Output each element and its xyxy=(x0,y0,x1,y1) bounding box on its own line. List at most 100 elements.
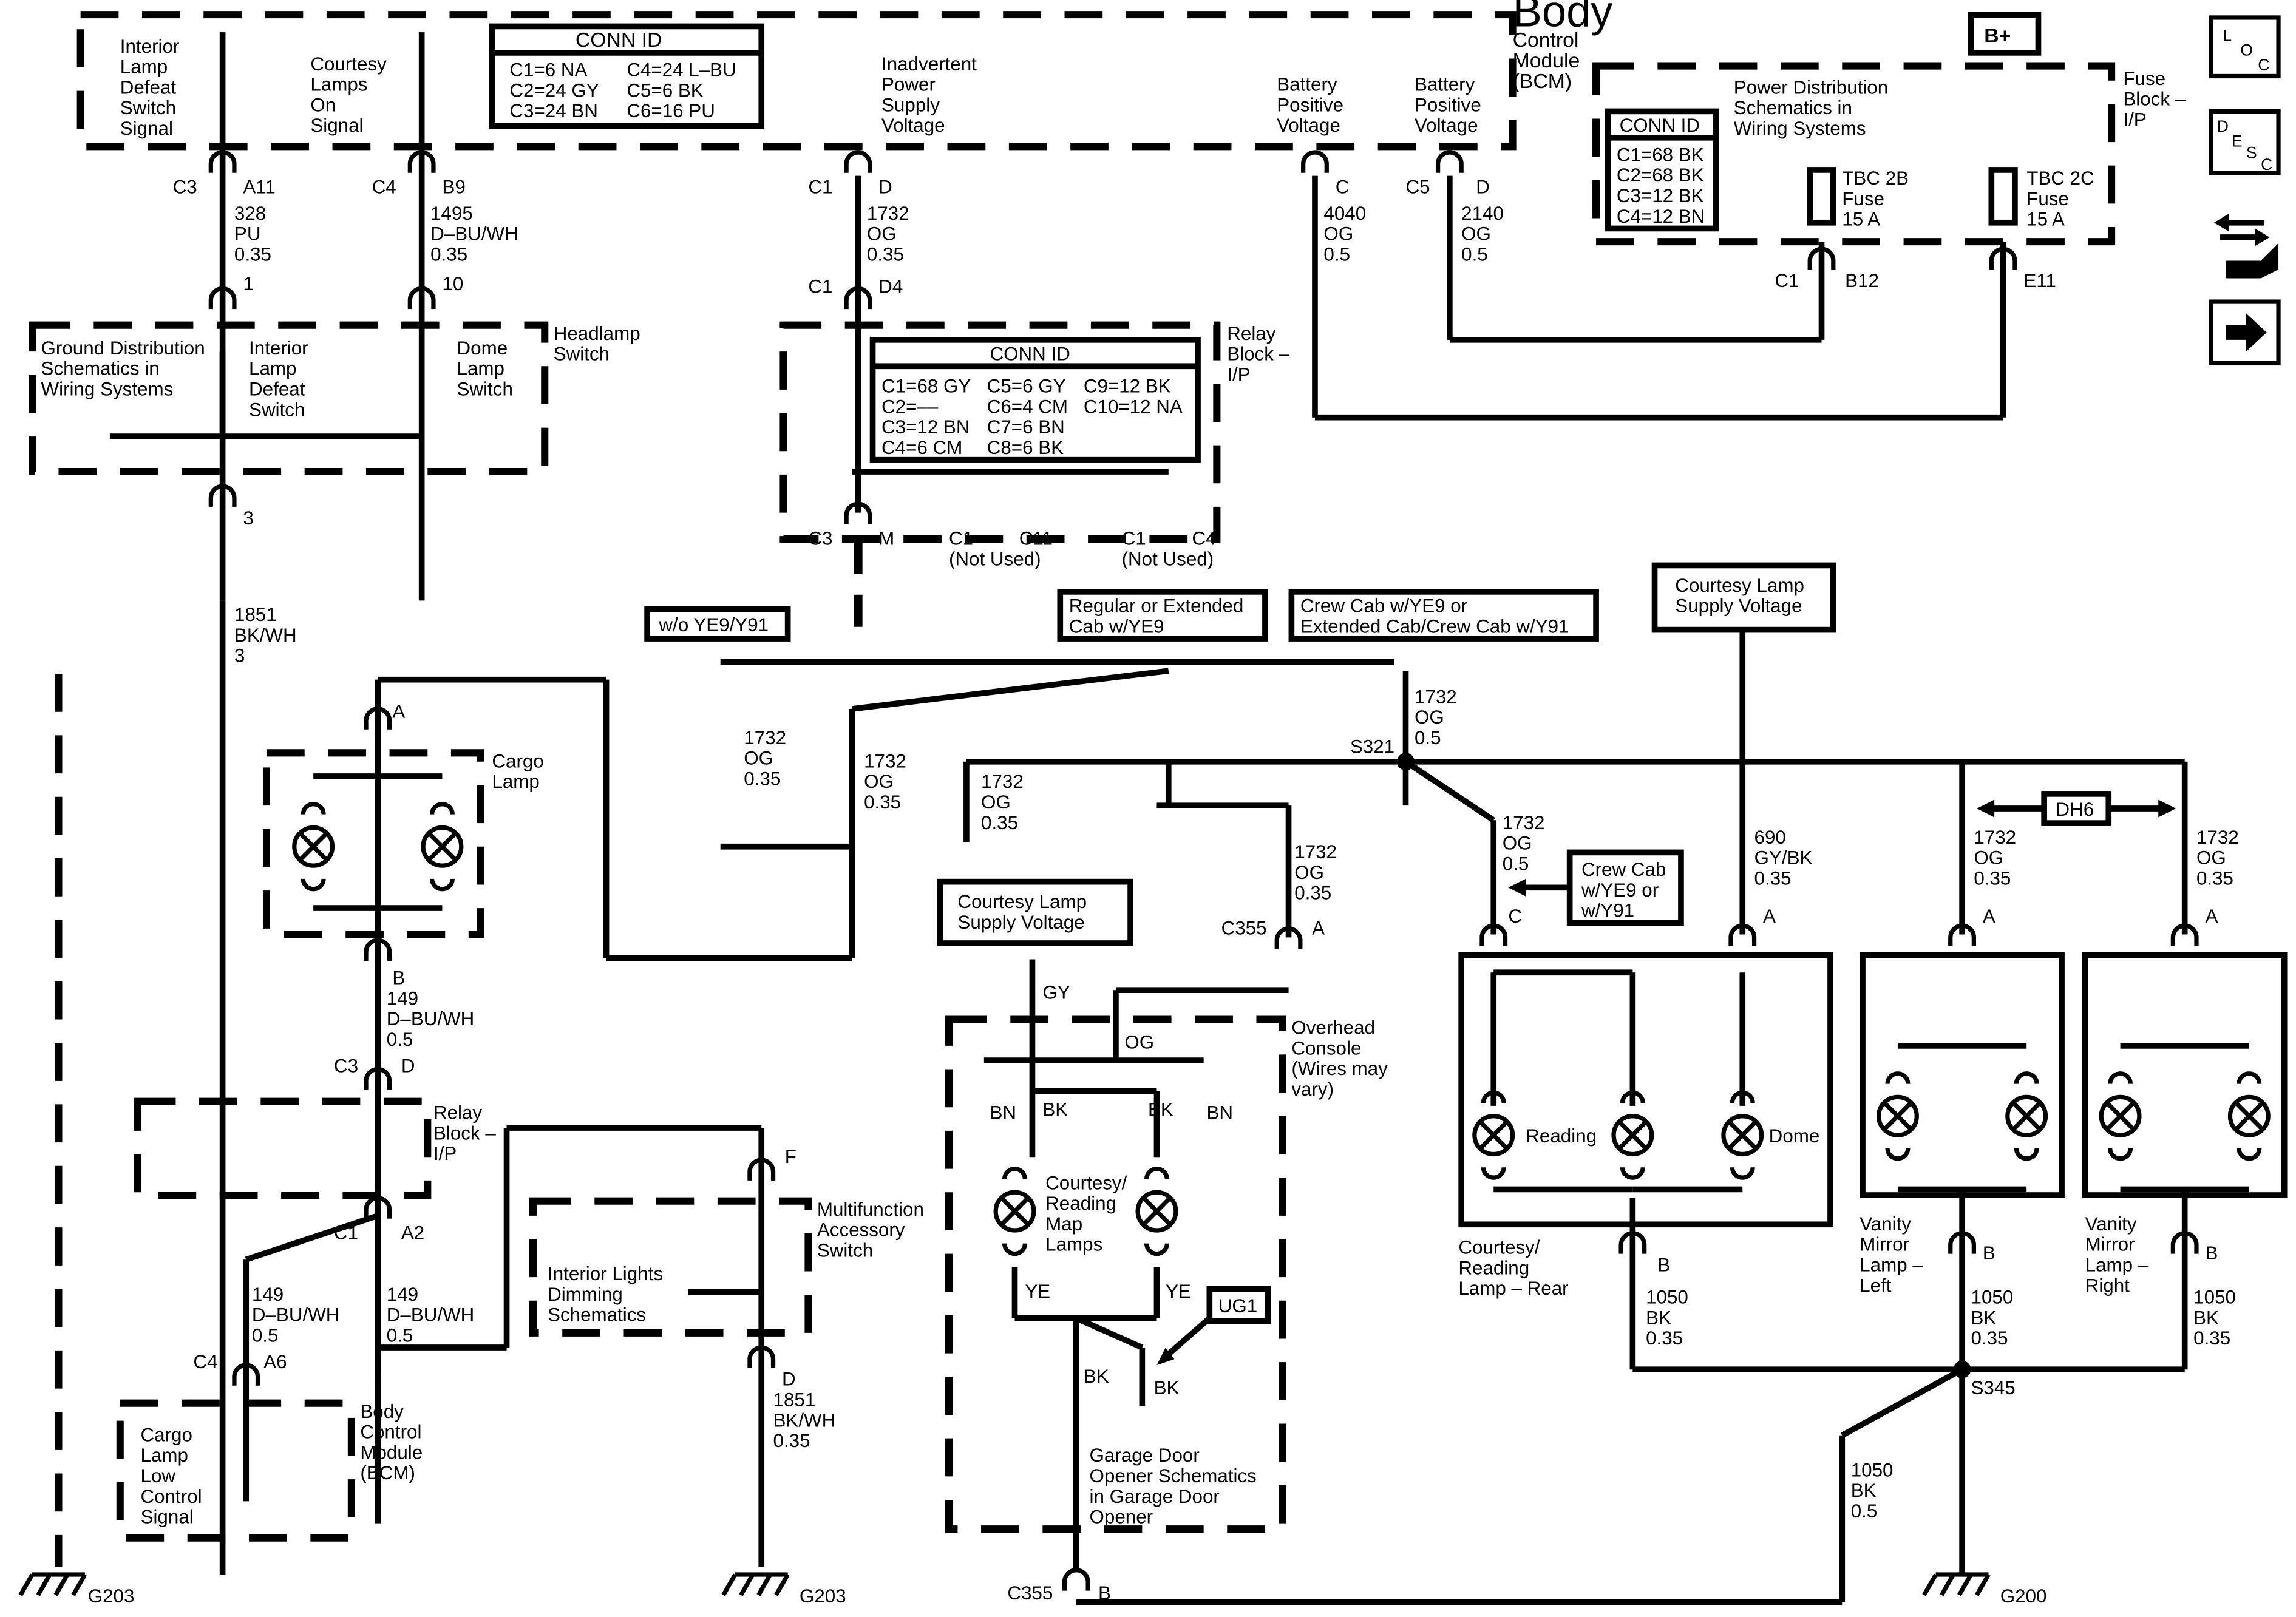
ground-g200: G200 xyxy=(2000,1585,2047,1607)
conn-pin-1: 1 xyxy=(243,273,253,294)
overhead-bk-lower: BK xyxy=(1084,1366,1109,1387)
bcm-conn-r1c2: C4=24 L–BU xyxy=(627,59,736,80)
relay-conn-r1c3: C9=12 BK xyxy=(1084,376,1171,397)
courtesy-supply2-2: Supply Voltage xyxy=(957,912,1084,933)
inadvertent-4: Voltage xyxy=(881,115,945,136)
w1732-c355-3: 0.35 xyxy=(1294,883,1331,904)
overhead-bn-right: BN xyxy=(1206,1102,1233,1124)
conn-c: C xyxy=(1336,177,1350,198)
w1732-c355-1: 1732 xyxy=(1294,841,1337,863)
w1050c-2: BK xyxy=(2193,1307,2219,1328)
bcm-low-title-3: Module xyxy=(360,1442,423,1463)
ground-g203-left-icon xyxy=(21,1575,85,1595)
w1050a-2: BK xyxy=(1646,1307,1671,1328)
crew-note-3: w/Y91 xyxy=(1581,900,1634,921)
bcm-conn-r1c1: C1=6 NA xyxy=(509,59,587,80)
overhead-bk-left: BK xyxy=(1042,1099,1068,1120)
bcm-title-4: (BCM) xyxy=(1513,70,1572,93)
w149c-2: D–BU/WH xyxy=(387,1304,475,1326)
fuse-conn-r3: C3=12 BK xyxy=(1617,185,1704,206)
relay-low-a2: A2 xyxy=(401,1222,424,1243)
w1732a-1: 1732 xyxy=(867,203,909,224)
cargo-b: B xyxy=(392,968,405,989)
vanity-left-title-3: Lamp – xyxy=(1860,1255,1923,1276)
rear-c: C xyxy=(1508,906,1522,927)
headlamp-title-1: Headlamp xyxy=(554,323,640,344)
nav-desc-button[interactable]: D E S C xyxy=(2209,109,2281,175)
w1851b-3: 0.35 xyxy=(773,1430,810,1451)
option-regular-box xyxy=(1057,589,1268,642)
mf-dimming-2: Dimming xyxy=(548,1284,623,1305)
bcm-conn-r2c1: C2=24 GY xyxy=(509,80,599,101)
relay-low-title-1: Relay xyxy=(433,1102,482,1124)
overhead-og: OG xyxy=(1124,1032,1154,1053)
hl-defeat-1: Interior xyxy=(249,337,308,359)
option-crew-2: Extended Cab/Crew Cab w/Y91 xyxy=(1300,615,1569,637)
relay-top-title-1: Relay xyxy=(1227,323,1275,344)
vanity-left-bulb-2 xyxy=(2008,1074,2046,1159)
relay-conn-r4c2: C8=6 BK xyxy=(987,437,1064,458)
fuse1-1: TBC 2B xyxy=(1842,168,1909,189)
ug1-label: UG1 xyxy=(1218,1295,1257,1317)
w1732a-3: 0.35 xyxy=(867,244,904,265)
w2140-2: OG xyxy=(1461,223,1491,245)
inadvertent-2: Power xyxy=(881,74,936,95)
vanity-right-bulb-1 xyxy=(2101,1074,2139,1159)
fuse1-3: 15 A xyxy=(1842,209,1880,230)
svg-text:L: L xyxy=(2223,27,2232,45)
w149a-1: 149 xyxy=(387,988,418,1009)
w2140-1: 2140 xyxy=(1461,203,1504,224)
garage-1: Garage Door xyxy=(1090,1445,1200,1466)
bcm-title-2: Control xyxy=(1513,29,1579,52)
garage-2: Opener Schematics xyxy=(1090,1465,1257,1486)
w1732-vl-3: 0.35 xyxy=(1974,867,2011,889)
w1050b-2: BK xyxy=(1971,1307,1997,1328)
w4040-1: 4040 xyxy=(1323,203,1366,224)
inadvertent-3: Supply xyxy=(881,94,940,115)
w1050d-3: 0.5 xyxy=(1851,1500,1878,1522)
w2140-3: 0.5 xyxy=(1461,244,1488,265)
w1732-mid-1: 1732 xyxy=(864,750,906,771)
vanity-right-a: A xyxy=(2205,906,2218,927)
bcm-top-box xyxy=(76,11,1517,151)
wrench-arrows-icon[interactable] xyxy=(2213,214,2279,279)
option-wo-box xyxy=(644,606,791,642)
bcm-low-a6: A6 xyxy=(263,1351,287,1372)
svg-text:C: C xyxy=(2261,155,2272,174)
power-dist-1: Power Distribution xyxy=(1734,76,1888,98)
overhead-title-1: Overhead xyxy=(1291,1017,1375,1039)
fuse-pin-b12: B12 xyxy=(1845,270,1879,291)
nav-loc-button[interactable]: L O C xyxy=(2209,15,2281,79)
hl-defeat-2: Lamp xyxy=(249,358,296,379)
bcm-title-3: Module xyxy=(1513,49,1580,72)
nu1-c1: C1 xyxy=(949,528,973,549)
overhead-title-2: Console xyxy=(1291,1037,1361,1059)
bcm-title-1: Body xyxy=(1513,0,1614,36)
w1732-vr-3: 0.35 xyxy=(2196,867,2233,889)
batt2-1: Battery xyxy=(1415,74,1475,95)
conn-pin-10: 10 xyxy=(442,273,463,294)
svg-text:S: S xyxy=(2246,144,2257,162)
power-dist-2: Schematics in xyxy=(1734,97,1852,118)
dh6-label: DH6 xyxy=(2056,799,2094,820)
w1732-vl-2: OG xyxy=(1974,847,2003,869)
conn-c1-d4: C1 xyxy=(808,276,832,297)
mf-title-3: Switch xyxy=(817,1239,873,1261)
rear-dome: Dome xyxy=(1769,1125,1820,1147)
relay-conn-r3c2: C7=6 BN xyxy=(987,416,1065,438)
relay-low-c3: C3 xyxy=(334,1055,358,1076)
conn-pin-3: 3 xyxy=(243,507,253,529)
arrow-left-icon xyxy=(1508,878,1526,897)
conn-c355: C355 xyxy=(1221,918,1267,939)
vanity-right-title-1: Vanity xyxy=(2085,1213,2137,1235)
ground-c355: C355 xyxy=(1007,1582,1053,1604)
option-crew-box xyxy=(1288,589,1599,642)
w1732-s321-2: OG xyxy=(1415,707,1444,728)
mf-dimming-3: Schematics xyxy=(548,1304,646,1326)
overhead-lamps-4: Lamps xyxy=(1045,1234,1102,1255)
next-arrow-button[interactable] xyxy=(2209,299,2281,366)
mf-d: D xyxy=(782,1369,796,1390)
inadvertent-1: Inadvertent xyxy=(881,53,977,75)
fuse-tbc2c-icon xyxy=(1988,167,2018,226)
w1732-mid-2: OG xyxy=(864,771,894,792)
